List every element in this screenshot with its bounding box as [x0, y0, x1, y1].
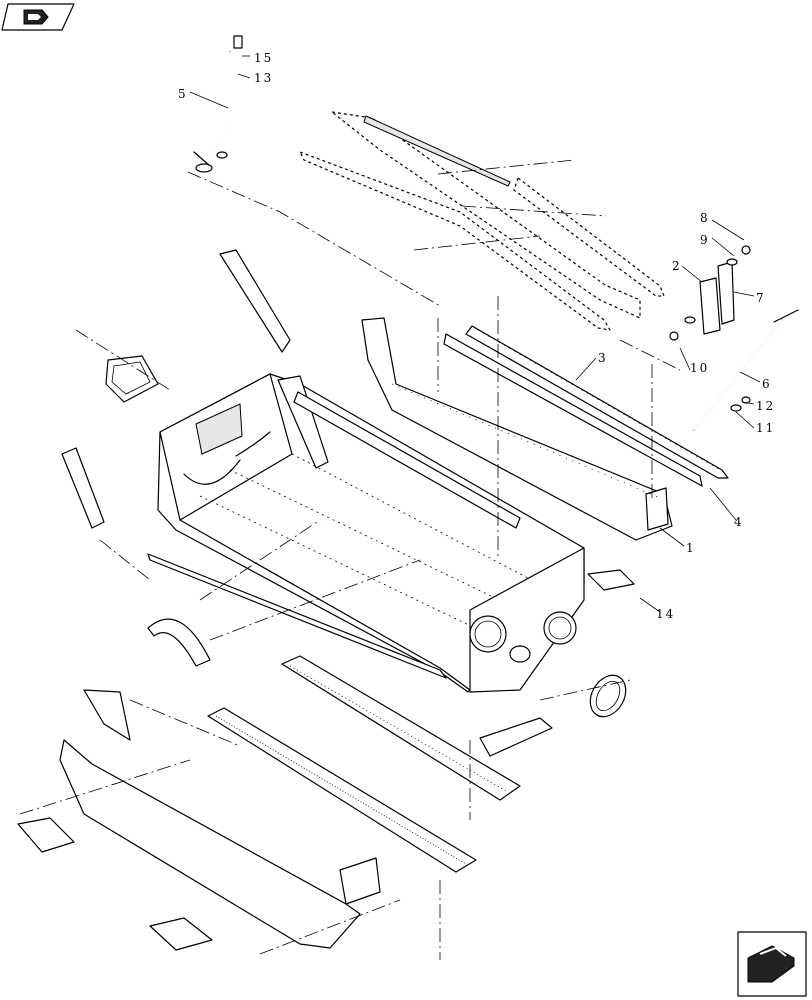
- part-left-window: [105, 355, 159, 403]
- callout-2: 2: [672, 259, 682, 273]
- part-rod-right: [693, 309, 799, 431]
- callout-labels: 1 2 3 4 5 6 7 8 9 10 11 12 13 14 15: [178, 51, 775, 621]
- part-ring: [589, 674, 627, 718]
- callout-3: 3: [598, 351, 608, 365]
- callout-1: 1: [686, 541, 696, 555]
- callout-10: 10: [690, 361, 709, 375]
- callout-5: 5: [178, 87, 188, 101]
- part-left-strip: [61, 249, 329, 529]
- part-main-housing: [157, 373, 585, 693]
- callout-11: 11: [756, 421, 775, 435]
- callout-6: 6: [762, 377, 772, 391]
- callout-4: 4: [734, 515, 744, 529]
- part-small-brackets: [17, 817, 213, 951]
- book-return-icon: [23, 9, 49, 25]
- part-right-side-piece: [479, 569, 635, 757]
- part-belt-lower: [207, 707, 477, 873]
- part-arc-piece: [147, 618, 211, 667]
- next-page-button[interactable]: [737, 931, 807, 997]
- part-belt-upper: [281, 655, 521, 801]
- part-bottom-guard: [59, 689, 381, 949]
- back-to-index-button[interactable]: [1, 3, 75, 31]
- part-inner-rail: [293, 391, 521, 529]
- part-right-brackets: [669, 245, 751, 341]
- callout-13: 13: [254, 71, 273, 85]
- callout-9: 9: [700, 233, 710, 247]
- next-page-arrow-icon: [747, 945, 795, 983]
- callout-8: 8: [700, 211, 710, 225]
- assembly-centerlines: [19, 296, 681, 960]
- part-curved-pan: [361, 317, 673, 541]
- callout-7: 7: [756, 291, 766, 305]
- part-top-cover-panels: [187, 111, 665, 331]
- callout-15: 15: [254, 51, 273, 65]
- callout-14: 14: [656, 607, 675, 621]
- leader-lines: [189, 55, 761, 613]
- part-long-rail: [443, 325, 729, 487]
- part-gas-strut-top: [193, 35, 243, 173]
- callout-12: 12: [756, 399, 775, 413]
